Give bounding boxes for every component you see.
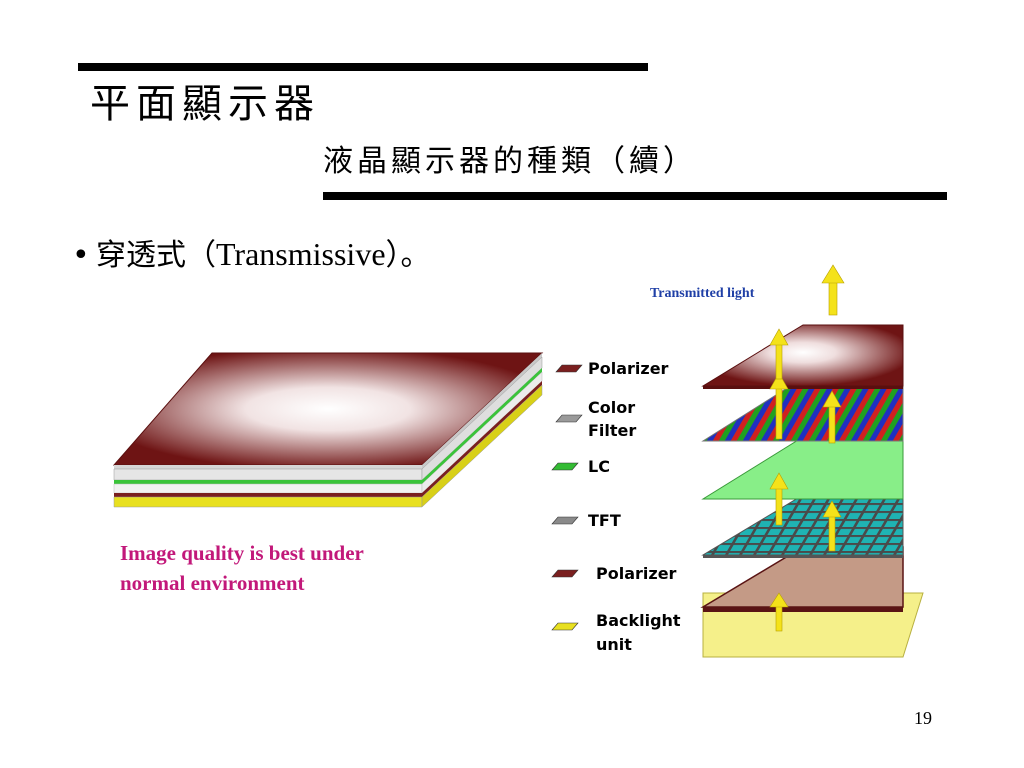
legend-label-backlight-2: unit bbox=[596, 635, 632, 654]
bullet-marker: • bbox=[72, 238, 90, 273]
legend-swatch-tft bbox=[551, 516, 579, 525]
legend-label-tft: TFT bbox=[588, 511, 621, 530]
page-number: 19 bbox=[914, 708, 932, 728]
bullet-text-after: ）。 bbox=[385, 238, 431, 273]
arrow-icon bbox=[822, 500, 842, 552]
arrow-icon bbox=[769, 372, 789, 440]
slide-title: 平面顯示器 bbox=[90, 81, 320, 127]
caption-line-1: Image quality is best under bbox=[120, 541, 364, 565]
caption-line-2: normal environment bbox=[120, 571, 305, 595]
bullet-text-before: 穿透式（ bbox=[96, 238, 216, 273]
legend-label-backlight-1: Backlight bbox=[596, 611, 681, 630]
title-rule-top bbox=[78, 63, 648, 71]
assembled-panel bbox=[112, 352, 544, 508]
legend-swatch-polarizer-bottom bbox=[551, 569, 579, 578]
legend-label-color-filter-2: Filter bbox=[588, 421, 636, 440]
arrow-icon bbox=[821, 264, 845, 316]
legend-label-polarizer-bottom: Polarizer bbox=[596, 564, 677, 583]
legend-label-color-filter-1: Color bbox=[588, 398, 635, 417]
bullet-text-latin: Transmissive bbox=[216, 236, 386, 272]
diagram-svg: Image quality is best under normal envir… bbox=[112, 264, 924, 658]
legend-label-lc: LC bbox=[588, 457, 610, 476]
slide-subtitle: 液晶顯示器的種類（續） bbox=[323, 144, 697, 179]
legend-swatch-polarizer-top bbox=[555, 364, 583, 373]
arrow-icon bbox=[769, 472, 789, 526]
legend-swatch-backlight bbox=[551, 622, 579, 631]
arrow-icon bbox=[769, 328, 789, 380]
layer-tft bbox=[701, 494, 904, 556]
arrow-icon bbox=[769, 592, 789, 632]
transmitted-light-label: Transmitted light bbox=[650, 286, 755, 301]
layer-lc bbox=[701, 436, 904, 500]
legend-swatch-color-filter bbox=[555, 414, 583, 423]
legend: Polarizer Color Filter LC TFT Polarizer … bbox=[551, 359, 681, 654]
arrow-icon bbox=[822, 390, 842, 444]
legend-label-polarizer-top: Polarizer bbox=[588, 359, 669, 378]
title-rule-bottom bbox=[323, 192, 947, 200]
light-arrows bbox=[769, 264, 845, 632]
layer-polarizer-top bbox=[701, 324, 904, 387]
bullet-item: •穿透式（Transmissive）。 bbox=[72, 238, 431, 271]
exploded-layers bbox=[700, 324, 924, 658]
legend-swatch-lc bbox=[551, 462, 579, 471]
lcd-transmissive-diagram: Image quality is best under normal envir… bbox=[100, 255, 940, 675]
